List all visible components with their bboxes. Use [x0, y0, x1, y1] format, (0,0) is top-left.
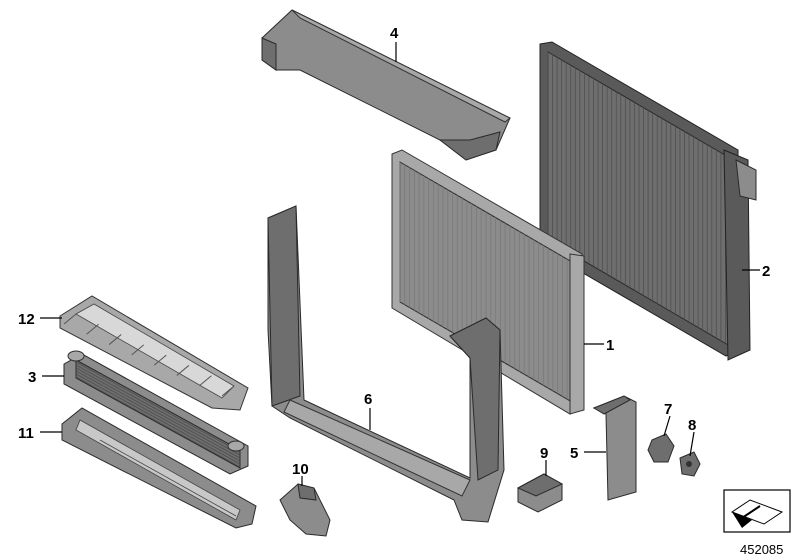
callout-9: 9	[540, 445, 548, 462]
leader-lines	[40, 42, 760, 486]
callout-3: 3	[28, 369, 36, 386]
callout-4: 4	[390, 25, 399, 42]
fin-line	[75, 364, 241, 456]
fin-line	[63, 313, 77, 325]
fin-line	[108, 334, 122, 345]
callout-7: 7	[664, 401, 672, 418]
part-6-frame	[267, 205, 505, 523]
callout-10: 10	[292, 461, 309, 478]
part-12-grille	[59, 295, 249, 411]
callout-8: 8	[688, 417, 696, 434]
callout-12: 12	[18, 311, 35, 328]
callout-11: 11	[18, 425, 34, 442]
callout-6: 6	[364, 391, 372, 408]
fin-line	[86, 323, 99, 335]
leader-7	[663, 415, 671, 437]
part-9-mount	[516, 473, 564, 513]
part-11-tray	[61, 407, 257, 529]
part-10-bracket	[279, 483, 331, 537]
part-3-oil-cooler	[63, 350, 249, 475]
direction-arrow-icon	[723, 489, 791, 533]
fin-line	[153, 354, 167, 366]
fin-line	[176, 365, 190, 376]
fin-line	[75, 376, 241, 468]
document-number: 452085	[740, 542, 783, 557]
fin-line	[131, 344, 145, 356]
part-1-condenser	[391, 149, 585, 415]
fin-line	[199, 375, 212, 387]
callout-2: 2	[762, 263, 770, 280]
callouts: 1 2 3 4 5 6 7 8 9 10 11 12	[18, 25, 770, 478]
callout-5: 5	[570, 445, 578, 462]
callout-1: 1	[606, 337, 614, 354]
fin-line	[75, 361, 241, 453]
fin-line	[75, 367, 241, 459]
fin-line	[75, 370, 241, 462]
fin-line	[221, 385, 235, 397]
part-8-clip	[679, 451, 701, 477]
part-7-grommet	[647, 433, 675, 463]
leader-8	[689, 431, 695, 457]
fin-line	[75, 373, 241, 465]
part-2-radiator	[539, 41, 757, 361]
part-5-side-bracket	[592, 395, 637, 501]
part-4-upper-bracket	[261, 9, 511, 161]
